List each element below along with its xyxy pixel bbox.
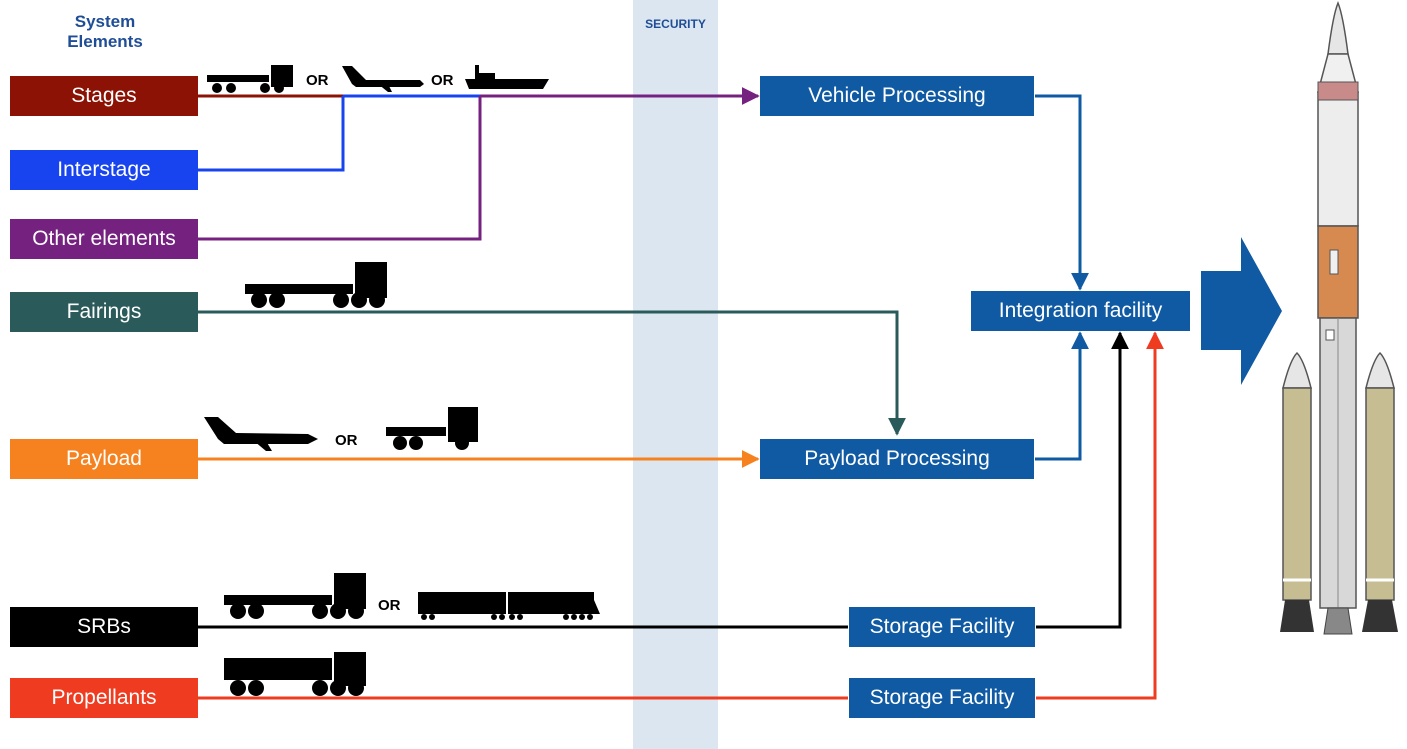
truck-icon: [245, 262, 387, 308]
security-zone: [633, 0, 718, 749]
prop-storage-to-integration-line: [1036, 331, 1164, 700]
airplane-icon: [342, 66, 424, 92]
element-propellants: Propellants: [10, 678, 198, 718]
ship-icon: [465, 65, 549, 89]
facility-payload-processing: Payload Processing: [760, 439, 1034, 479]
security-label: SECURITY: [645, 17, 706, 31]
or-label-2: OR: [431, 72, 454, 89]
airplane-icon: [204, 417, 318, 451]
element-srbs: SRBs: [10, 607, 198, 647]
truck-icon: [207, 65, 293, 93]
rocket-icon: [1280, 1, 1398, 635]
element-payload: Payload: [10, 439, 198, 479]
element-other: Other elements: [10, 219, 198, 259]
element-fairings: Fairings: [10, 292, 198, 332]
payload-to-integration-line: [1035, 331, 1089, 461]
big-arrow-icon: [1201, 237, 1282, 385]
fairings-line: [198, 310, 906, 436]
truck-icon: [224, 652, 366, 696]
interstage-line: [198, 96, 345, 172]
or-label-4: OR: [378, 597, 401, 614]
other-elements-line: [198, 96, 482, 241]
srb-storage-to-integration-line: [1036, 331, 1129, 629]
vehicle-to-integration-line: [1035, 94, 1089, 291]
truck-icon: [386, 407, 478, 450]
facility-storage-srb: Storage Facility: [849, 607, 1035, 647]
header-line-2: Elements: [67, 32, 143, 51]
or-label-1: OR: [306, 72, 329, 89]
truck-icon: [224, 573, 366, 619]
element-interstage: Interstage: [10, 150, 198, 190]
facility-integration: Integration facility: [971, 291, 1190, 331]
or-label-3: OR: [335, 432, 358, 449]
train-icon: [418, 592, 600, 620]
facility-storage-propellants: Storage Facility: [849, 678, 1035, 718]
system-elements-header: System Elements: [40, 12, 170, 52]
header-line-1: System: [74, 12, 136, 31]
facility-vehicle-processing: Vehicle Processing: [760, 76, 1034, 116]
element-stages: Stages: [10, 76, 198, 116]
